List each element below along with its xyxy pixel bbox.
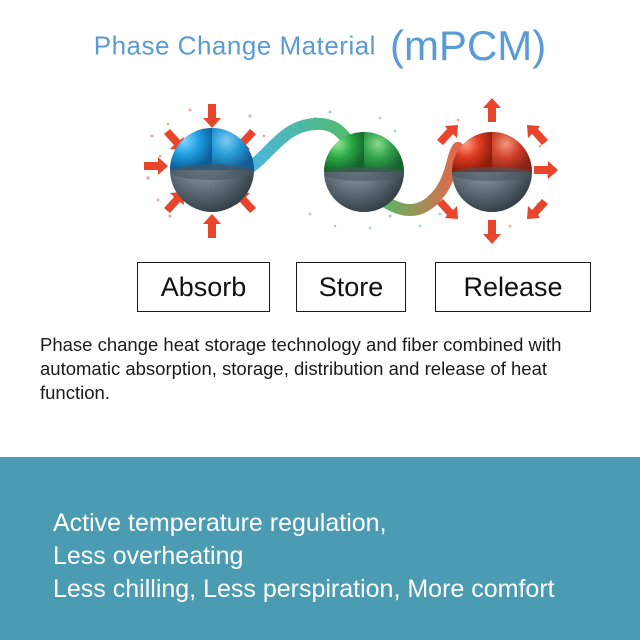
benefit-line: Less overheating <box>53 542 244 570</box>
storing-sphere-icon <box>324 132 404 212</box>
phase-change-illustration <box>144 98 558 244</box>
page-title: Phase Change Material (mPCM) <box>0 22 640 70</box>
absorb-label: Absorb <box>137 262 270 312</box>
absorbing-sphere-icon <box>144 104 256 238</box>
release-label: Release <box>435 262 591 312</box>
store-label: Store <box>296 262 406 312</box>
title-text: Phase Change Material <box>93 30 376 61</box>
flow-ribbon-store-release <box>374 142 464 216</box>
benefits-list: Active temperature regulation, Less over… <box>53 507 555 606</box>
benefit-line: Active temperature regulation, <box>53 509 387 537</box>
benefits-panel: Active temperature regulation, Less over… <box>0 457 640 640</box>
benefit-line: Less chilling, Less perspiration, More c… <box>53 575 555 603</box>
description-text: Phase change heat storage technology and… <box>40 334 562 403</box>
releasing-sphere-icon <box>437 98 558 244</box>
title-abbreviation: (mPCM) <box>389 22 547 69</box>
